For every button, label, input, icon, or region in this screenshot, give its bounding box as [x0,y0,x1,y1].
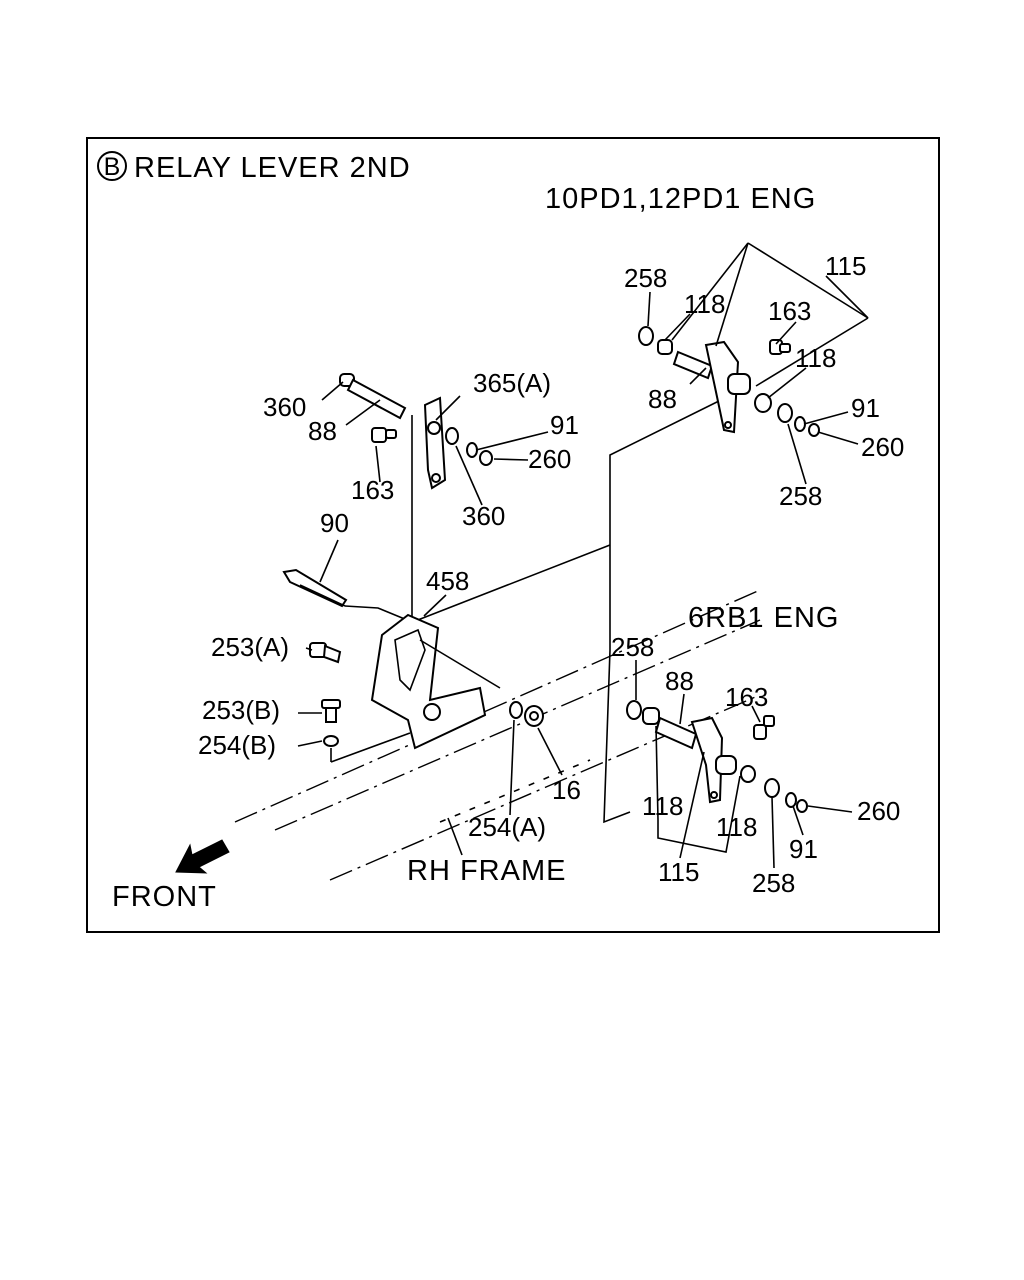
callout-91: 91 [550,410,579,440]
callout-254a: 254(A) [468,812,546,842]
diagram-header: B RELAY LEVER 2ND 10PD1,12PD1 ENG 6RB1 E… [97,151,839,634]
callout-16: 16 [552,775,581,805]
main-assembly [282,373,563,856]
callout-163: 163 [351,475,394,505]
callout-90: 90 [320,508,349,538]
callout-360-lower: 360 [462,501,505,531]
upper-callout-258-bottom: 258 [779,481,822,511]
upper-callout-91: 91 [851,393,880,423]
rh-frame-label: RH FRAME [407,855,566,887]
upper-callout-118-left: 118 [684,289,725,319]
callout-254b: 254(B) [198,730,276,760]
lower-assembly-labels: 258 88 163 118 118 260 91 115 258 [611,632,900,898]
callout-253b: 253(B) [202,695,280,725]
callout-458: 458 [426,566,469,596]
upper-variant-label: 10PD1,12PD1 ENG [545,183,816,215]
lower-variant-label: 6RB1 ENG [688,602,839,634]
callout-260: 260 [528,444,571,474]
variant-link-lines [404,397,726,824]
rh-frame-rails [234,589,761,881]
lower-callout-115: 115 [658,857,699,887]
upper-assembly [638,242,869,485]
upper-callout-118-right: 118 [795,343,836,373]
front-indicator: FRONT [112,839,230,913]
main-assembly-labels: 360 88 365(A) 91 260 163 360 90 458 253(… [198,368,581,887]
upper-callout-258-top: 258 [624,263,667,293]
section-badge-circle [97,151,127,181]
callout-88: 88 [308,416,337,446]
front-arrow-icon [175,839,230,874]
upper-callout-88: 88 [648,384,677,414]
callout-253a: 253(A) [211,632,289,662]
lower-callout-91: 91 [789,834,818,864]
lower-assembly [626,660,853,869]
lower-callout-118-left: 118 [642,791,683,821]
upper-callout-163: 163 [768,296,811,326]
upper-assembly-labels: 258 118 115 163 118 88 91 260 258 [624,251,904,511]
callout-365a: 365(A) [473,368,551,398]
upper-callout-115: 115 [825,251,866,281]
front-label: FRONT [112,881,217,913]
diagram-title: RELAY LEVER 2ND [134,152,411,184]
lower-callout-258-bottom: 258 [752,868,795,898]
callout-360-upper: 360 [263,392,306,422]
lower-callout-258-top: 258 [611,632,654,662]
lower-callout-163: 163 [725,682,768,712]
section-badge-letter: B [104,153,121,181]
lower-callout-88: 88 [665,666,694,696]
lower-callout-260: 260 [857,796,900,826]
diagram-border [86,137,940,933]
lower-callout-118-right: 118 [716,812,757,842]
upper-callout-260: 260 [861,432,904,462]
